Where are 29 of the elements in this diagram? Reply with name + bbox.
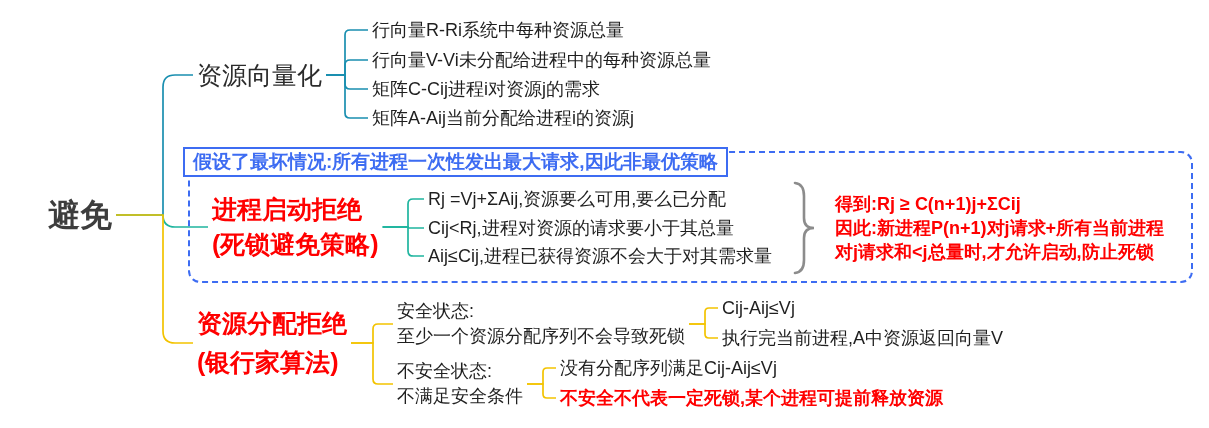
subtopic-text: Cij-Aij≤Vj xyxy=(718,296,799,320)
central-topic: 避免 xyxy=(44,193,116,237)
subtopic-text: 行向量R-Ri系统中每种资源总量 xyxy=(368,18,628,42)
branch-topic: 资源向量化 xyxy=(193,60,326,90)
state-heading: 安全状态: xyxy=(396,300,475,323)
connector-line xyxy=(526,383,557,399)
state-description: 至少一个资源分配序列不会导致死锁 xyxy=(396,325,686,348)
summary-result: 得到:Rj ≥ C(n+1)j+ΣCij xyxy=(833,193,1022,216)
subtopic-text: 矩阵C-Cij进程i对资源j的需求 xyxy=(368,77,604,101)
state-description: 不满足安全条件 xyxy=(396,385,524,408)
connector-line xyxy=(325,74,369,119)
subtopic-text: 矩阵A-Aij当前分配给进程i的资源j xyxy=(368,106,638,130)
boundary-title: 假设了最坏情况:所有进程一次性发出最大请求,因此非最优策略 xyxy=(183,147,728,177)
subtopic-text: 没有分配序列满足Cij-Aij≤Vj xyxy=(556,356,781,380)
connector-line xyxy=(688,323,719,339)
branch-subtitle: (银行家算法) xyxy=(196,347,340,378)
subtopic-text: 执行完当前进程,A中资源返回向量V xyxy=(718,326,1007,350)
branch-title: 进程启动拒绝 xyxy=(211,194,363,225)
subtopic-text: Rj =Vj+ΣAij,资源要么可用,要么已分配 xyxy=(424,187,731,211)
connector-line xyxy=(350,342,394,385)
warning-text: 不安全不代表一定死锁,某个进程可提前释放资源 xyxy=(556,386,947,410)
subtopic-text: 行向量V-Vi未分配给进程中的每种资源总量 xyxy=(368,48,715,72)
subtopic-text: Aij≤Cij,进程已获得资源不会大于对其需求量 xyxy=(424,244,776,268)
connector-line xyxy=(115,214,194,344)
subtopic-text: Cij<Rj,进程对资源的请求要小于其总量 xyxy=(424,216,738,240)
branch-title: 资源分配拒绝 xyxy=(196,308,348,339)
state-heading: 不安全状态: xyxy=(396,360,493,383)
summary-conclusion: 因此:新进程P(n+1)对j请求+所有当前进程对j请求和<j总量时,才允许启动,防止死锁 xyxy=(833,217,1166,264)
branch-subtitle: (死锁避免策略) xyxy=(211,229,380,260)
